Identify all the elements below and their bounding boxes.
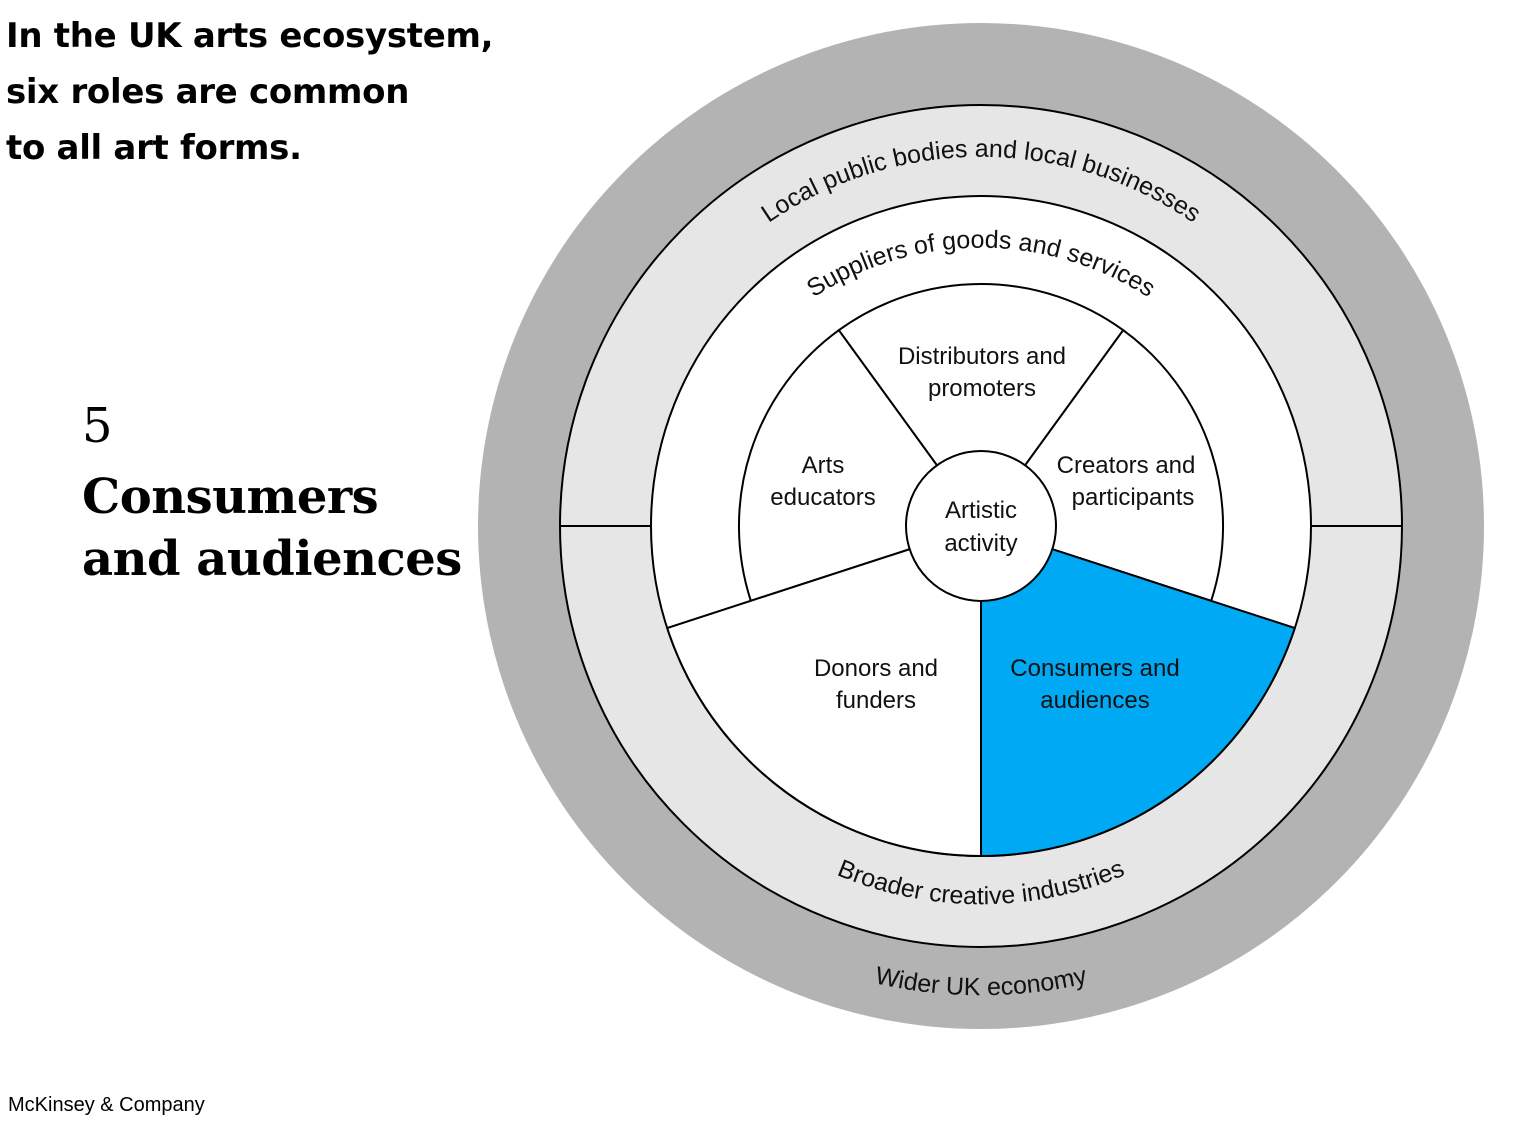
- segment-donors-label-1: Donors and: [814, 655, 938, 682]
- headline-line-1: In the UK arts ecosystem,: [6, 16, 494, 56]
- section-title-line-1: Consumers: [82, 469, 379, 525]
- segment-donors: [665, 524, 982, 858]
- segment-consumers-label-1: Consumers and: [1010, 655, 1179, 682]
- brand-footer: McKinsey & Company: [8, 1094, 205, 1116]
- headline: In the UK arts ecosystem, six roles are …: [6, 8, 494, 176]
- center-label-line-2: activity: [944, 530, 1017, 557]
- center-circle: [905, 450, 1057, 602]
- section-title: Consumers and audiences: [82, 466, 462, 590]
- center-label-line-1: Artistic: [945, 497, 1017, 524]
- segment-educators-label-2: educators: [770, 484, 875, 511]
- segment-consumers-label-2: audiences: [1040, 687, 1149, 714]
- headline-line-3: to all art forms.: [6, 128, 302, 168]
- segment-distributors: [837, 283, 1125, 528]
- section-title-line-2: and audiences: [82, 531, 462, 587]
- segment-consumers: [980, 524, 1297, 858]
- segment-donors-label-2: funders: [836, 687, 916, 714]
- segment-distributors-label-2: promoters: [928, 375, 1036, 402]
- segment-educators-label-1: Arts: [802, 452, 845, 479]
- segment-distributors-label-1: Distributors and: [898, 343, 1066, 370]
- section-number: 5: [82, 398, 113, 454]
- segment-creators-label-1: Creators and: [1057, 452, 1196, 479]
- segment-creators-label-2: participants: [1072, 484, 1195, 511]
- headline-line-2: six roles are common: [6, 72, 410, 112]
